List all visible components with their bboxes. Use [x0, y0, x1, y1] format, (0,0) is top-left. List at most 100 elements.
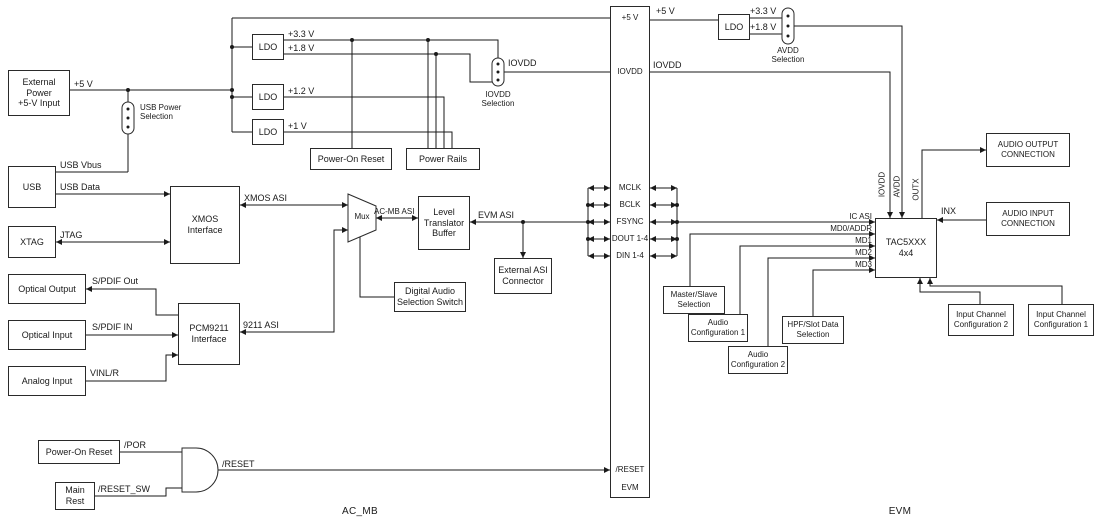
connector-bclk-label: BCLK [619, 200, 641, 209]
block-pcm9211-interface-label: PCM9211 Interface [189, 323, 229, 344]
wire-label-1v2: +1.2 V [288, 86, 315, 96]
block-audio-configuration-2: Audio Configuration 2 [728, 346, 788, 374]
block-mux-label: Mux [354, 212, 370, 221]
block-input-channel-configuration-2-label: Input Channel Configuration 2 [953, 310, 1009, 329]
wire-label-reset-sw: /RESET_SW [98, 484, 151, 494]
junction-dots [126, 38, 679, 241]
wire-label-evm-asi: EVM ASI [478, 210, 515, 220]
block-hpf-slot-data-selection: HPF/Slot Data Selection [782, 316, 844, 344]
block-ldo-1: LDO [252, 34, 284, 60]
block-input-channel-configuration-1: Input Channel Configuration 1 [1028, 304, 1094, 336]
wire-label-reset: /RESET [222, 459, 255, 469]
block-audio-output-connection-label: AUDIO OUTPUT CONNECTION [997, 140, 1059, 159]
wire-label-iovdd-selection: IOVDD Selection [481, 90, 515, 109]
wire-label-iovdd-vertical: IOVDD [877, 171, 887, 198]
wire-label-avdd-vertical: AVDD [892, 175, 902, 198]
wire-label-md0-addr: MD0/ADDR [830, 224, 872, 233]
block-usb: USB [8, 166, 56, 208]
block-power-on-reset-left: Power-On Reset [38, 440, 120, 464]
block-tac5xxx: TAC5XXX 4x4 [875, 218, 937, 278]
wire-label-5v-right: +5 V [656, 6, 675, 16]
block-input-channel-configuration-2: Input Channel Configuration 2 [948, 304, 1014, 336]
connector-iovdd-label: IOVDD [617, 67, 643, 76]
wire-label-usb-data: USB Data [60, 182, 101, 192]
wire-label-iovdd-mid: IOVDD [508, 58, 537, 68]
wire-label-inx: INX [941, 206, 957, 216]
block-main-rest-label: Main Rest [65, 485, 85, 506]
block-master-slave-selection: Master/Slave Selection [663, 286, 725, 314]
jumper-headers [121, 7, 795, 135]
wire-label-spdif-in: S/PDIF IN [92, 322, 133, 332]
block-ldo-2-label: LDO [258, 91, 278, 102]
block-input-channel-configuration-1-label: Input Channel Configuration 1 [1033, 310, 1089, 329]
block-tac5xxx-label: TAC5XXX 4x4 [885, 237, 927, 258]
wire-label-por: /POR [124, 440, 147, 450]
block-power-rails-label: Power Rails [418, 153, 467, 164]
block-external-asi-connector-label: External ASI Connector [498, 265, 548, 286]
block-xtag: XTAG [8, 226, 56, 258]
block-master-slave-selection-label: Master/Slave Selection [670, 290, 718, 309]
block-power-on-reset: Power-On Reset [310, 148, 392, 170]
block-optical-input-label: Optical Input [21, 329, 73, 340]
mux-shape [347, 193, 377, 243]
wires [56, 17, 1063, 497]
block-main-rest: Main Rest [55, 482, 95, 510]
block-ldo-2: LDO [252, 84, 284, 110]
block-audio-input-connection-label: AUDIO INPUT CONNECTION [1001, 209, 1055, 228]
block-external-asi-connector: External ASI Connector [494, 258, 552, 294]
block-audio-output-connection: AUDIO OUTPUT CONNECTION [986, 133, 1070, 167]
block-optical-output: Optical Output [8, 274, 86, 304]
wire-label-md2: MD2 [855, 248, 872, 257]
jumper-pins [126, 14, 790, 129]
block-power-rails: Power Rails [406, 148, 480, 170]
wire-label-usb-power-selection: USB Power Selection [140, 103, 182, 122]
block-power-on-reset-left-label: Power-On Reset [45, 446, 113, 457]
wire-label-9211-asi: 9211 ASI [243, 320, 279, 330]
block-analog-input: Analog Input [8, 366, 86, 396]
wire-label-vinlr: VINL/R [90, 368, 120, 378]
section-label-ac-mb: AC_MB [342, 506, 378, 517]
block-optical-output-label: Optical Output [18, 283, 76, 294]
and-gate [181, 447, 219, 493]
wire-label-jtag: JTAG [60, 230, 83, 240]
block-power-on-reset-label: Power-On Reset [317, 153, 385, 164]
block-xtag-label: XTAG [20, 236, 44, 247]
block-digital-audio-selection-switch: Digital Audio Selection Switch [394, 282, 466, 312]
block-pcm9211-interface: PCM9211 Interface [178, 303, 240, 365]
block-audio-input-connection: AUDIO INPUT CONNECTION [986, 202, 1070, 236]
wire-label-acmb-asi: AC-MB ASI [374, 207, 415, 216]
block-level-translator-buffer: Level Translator Buffer [418, 196, 470, 250]
wire-label-spdif-out: S/PDIF Out [92, 276, 139, 286]
connector-din-label: DIN 1-4 [616, 251, 644, 260]
block-digital-audio-selection-switch-label: Digital Audio Selection Switch [396, 286, 464, 307]
block-external-power-label: External Power +5-V Input [18, 76, 60, 109]
connector-fsync-label: FSYNC [616, 217, 644, 226]
block-ldo-3-label: LDO [258, 126, 278, 137]
wire-label-ic-asi: IC ASI [849, 212, 872, 221]
block-xmos-interface-label: XMOS Interface [187, 214, 223, 235]
section-label-evm: EVM [888, 506, 912, 517]
wire-label-md3: MD3 [855, 260, 872, 269]
block-usb-label: USB [22, 181, 42, 192]
block-xmos-interface: XMOS Interface [170, 186, 240, 264]
block-audio-configuration-1: Audio Configuration 1 [688, 314, 748, 342]
block-level-translator-buffer-label: Level Translator Buffer [423, 206, 465, 239]
connector-evm-label: EVM [621, 483, 639, 492]
wire-label-avdd-selection: AVDD Selection [771, 46, 805, 65]
block-ldo-3: LDO [252, 119, 284, 145]
wire-label-1v8-left: +1.8 V [288, 43, 315, 53]
wire-label-xmos-asi: XMOS ASI [244, 193, 288, 203]
block-audio-configuration-1-label: Audio Configuration 1 [690, 318, 746, 337]
wire-label-1v: +1 V [288, 121, 307, 131]
wire-label-usb-vbus: USB Vbus [60, 160, 102, 170]
wire-label-outx: OUTX [911, 178, 921, 201]
block-ldo-1-label: LDO [258, 41, 278, 52]
wire-label-3v3-left: +3.3 V [288, 29, 315, 39]
wire-label-iovdd-right: IOVDD [653, 60, 682, 70]
block-ldo-right-label: LDO [724, 21, 744, 32]
connector-reset-label: /RESET [615, 465, 645, 474]
wire-label-5v-left: +5 V [74, 79, 93, 89]
wire-label-3v3-right: +3.3 V [750, 6, 777, 16]
